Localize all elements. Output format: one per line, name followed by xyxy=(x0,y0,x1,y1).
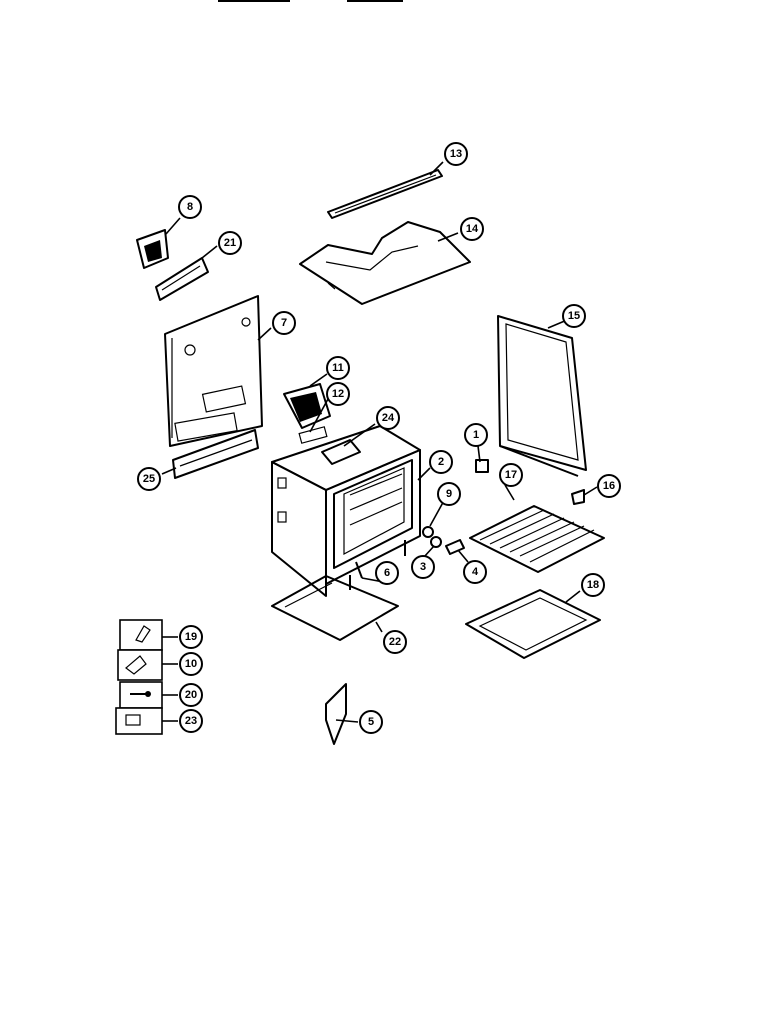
callout-10: 10 xyxy=(179,652,203,676)
part-7-back-panel xyxy=(164,295,263,447)
part-24-bracket xyxy=(321,439,361,465)
part-17-rack xyxy=(469,505,605,573)
callout-21: 21 xyxy=(218,231,242,255)
svg-text:10: 10 xyxy=(185,658,197,670)
svg-text:21: 21 xyxy=(224,237,236,249)
part-19-hardware-box xyxy=(119,619,163,651)
svg-text:9: 9 xyxy=(446,488,452,500)
svg-text:17: 17 xyxy=(505,469,517,481)
part-23-hardware-box xyxy=(115,707,163,735)
part-13-trim-strip xyxy=(327,169,443,219)
svg-text:1: 1 xyxy=(473,429,479,441)
callout-8: 8 xyxy=(178,195,202,219)
callout-1: 1 xyxy=(464,423,488,447)
callout-4: 4 xyxy=(463,560,487,584)
part-11-vent-bracket xyxy=(283,383,331,429)
svg-text:15: 15 xyxy=(568,310,580,322)
callout-19: 19 xyxy=(179,625,203,649)
callout-7: 7 xyxy=(272,311,296,335)
callout-11: 11 xyxy=(326,356,350,380)
callout-13: 13 xyxy=(444,142,468,166)
callout-15: 15 xyxy=(562,304,586,328)
svg-text:23: 23 xyxy=(185,715,197,727)
callout-23: 23 xyxy=(179,709,203,733)
part-22-bottom-panel xyxy=(271,575,399,641)
part-9-nut xyxy=(422,526,434,538)
part-18-broiler-pan xyxy=(465,589,601,659)
svg-text:22: 22 xyxy=(389,636,401,648)
svg-text:4: 4 xyxy=(472,566,479,578)
callout-14: 14 xyxy=(460,217,484,241)
part-8-bracket xyxy=(136,229,169,269)
leader-lines xyxy=(161,161,598,723)
part-16-clip xyxy=(571,489,585,505)
callout-16: 16 xyxy=(597,474,621,498)
svg-text:2: 2 xyxy=(438,456,444,468)
svg-text:25: 25 xyxy=(143,473,155,485)
callout-2: 2 xyxy=(429,450,453,474)
svg-text:12: 12 xyxy=(332,388,344,400)
svg-text:16: 16 xyxy=(603,480,615,492)
part-4-screw xyxy=(445,539,465,555)
svg-text:6: 6 xyxy=(384,567,390,579)
callout-17: 17 xyxy=(499,463,523,487)
part-2-oven-body xyxy=(271,425,421,597)
part-15-door xyxy=(497,315,587,477)
callout-12: 12 xyxy=(326,382,350,406)
svg-text:20: 20 xyxy=(185,689,197,701)
svg-text:13: 13 xyxy=(450,148,462,160)
part-25-kick-plate xyxy=(172,429,259,479)
part-14-top-panel xyxy=(299,221,471,305)
callout-20: 20 xyxy=(179,683,203,707)
svg-text:3: 3 xyxy=(420,561,426,573)
svg-text:8: 8 xyxy=(187,201,193,213)
svg-text:18: 18 xyxy=(587,579,599,591)
part-6-pin xyxy=(355,561,363,579)
svg-text:7: 7 xyxy=(281,317,287,329)
svg-text:5: 5 xyxy=(368,716,374,728)
svg-text:11: 11 xyxy=(332,362,344,374)
callout-5: 5 xyxy=(359,710,383,734)
svg-text:14: 14 xyxy=(466,223,479,235)
callout-3: 3 xyxy=(411,555,435,579)
callout-18: 18 xyxy=(581,573,605,597)
part-21-plate xyxy=(155,257,209,301)
callout-6: 6 xyxy=(375,561,399,585)
svg-text:24: 24 xyxy=(382,412,395,424)
part-3-washer xyxy=(430,536,442,548)
callout-22: 22 xyxy=(383,630,407,654)
svg-text:19: 19 xyxy=(185,631,197,643)
callout-25: 25 xyxy=(137,467,161,491)
callout-9: 9 xyxy=(437,482,461,506)
part-12-clip xyxy=(298,426,328,444)
part-20-hardware-box xyxy=(119,681,163,709)
part-1-knob xyxy=(475,459,489,473)
part-5-hinge xyxy=(325,683,347,745)
part-10-hardware-box xyxy=(117,649,163,681)
callout-24: 24 xyxy=(376,406,400,430)
